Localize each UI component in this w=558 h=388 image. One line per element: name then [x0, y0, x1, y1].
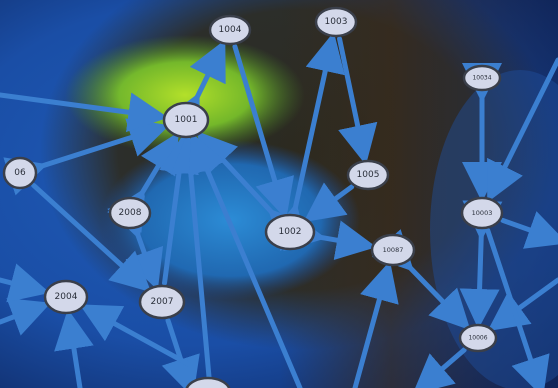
node-label: 1002 [279, 227, 302, 237]
edge-right-10003 [487, 57, 558, 203]
edge-n1003-n1005 [337, 36, 378, 166]
node-label: 10003 [472, 209, 493, 217]
edge-right-10006 [487, 277, 558, 332]
node-label: 2008 [119, 208, 142, 218]
node-ellipse [370, 233, 416, 267]
node-10087: 10087 [370, 233, 416, 267]
edge-10003-right [500, 211, 558, 249]
node-10034: 10034 [462, 64, 502, 92]
node-ellipse [264, 213, 316, 251]
node-ellipse [314, 6, 358, 38]
edge-10003-bottomright [485, 227, 550, 388]
node-1004: 1004 [208, 14, 252, 46]
node-1001: 1001 [162, 101, 210, 139]
node-label: 10087 [383, 246, 404, 254]
node-10003: 10003 [460, 196, 504, 230]
edge-n06-n2007 [31, 182, 152, 293]
graph-nodes: 1004 1003 1001 1005 1002 10087 2008 2007 2004 06 1… [2, 6, 504, 388]
edge-bottom-2004 [54, 308, 94, 388]
node-label: 1001 [175, 115, 198, 125]
node-label: 1003 [325, 17, 348, 27]
graph-edges [0, 31, 558, 388]
node-ellipse [108, 196, 152, 230]
node-ellipse [462, 64, 502, 92]
node-1003: 1003 [314, 6, 358, 38]
node-label: 1005 [357, 170, 380, 180]
edge-n10087-n10006 [371, 229, 471, 331]
edge-2007-bottom [161, 317, 200, 388]
node-label: 10034 [472, 75, 491, 82]
edge-n1005-n1002 [303, 182, 355, 223]
node-ellipse [138, 284, 186, 320]
edge-left2-2004 [0, 263, 50, 303]
node-2004: 2004 [43, 279, 89, 315]
node-ellipse [458, 323, 498, 353]
edge-left-2004 [0, 298, 51, 336]
node-ellipse [162, 101, 210, 139]
edge-bottom-10087 [352, 260, 399, 388]
edge-bottom-1001 [170, 132, 213, 388]
node-label: 2007 [151, 297, 174, 307]
edge-left-1001 [0, 92, 169, 133]
edge-n1002-n10087 [283, 211, 377, 260]
edge-bottom2-1001 [188, 132, 303, 388]
node-1005: 1005 [346, 159, 390, 191]
node-label: 06 [14, 168, 26, 178]
node-label: 10006 [468, 335, 487, 342]
node-2007: 2007 [138, 284, 186, 320]
node-ellipse [43, 279, 89, 315]
node-ellipse [346, 159, 390, 191]
node-10006: 10006 [458, 323, 498, 353]
edge-n1001-n1004 [163, 39, 226, 138]
edge-n10003-n10006 [459, 200, 503, 330]
node-partial-bottom [185, 376, 231, 388]
node-06: 06 [2, 156, 38, 190]
node-1002: 1002 [264, 213, 316, 251]
node-2008: 2008 [108, 196, 152, 230]
node-ellipse [2, 156, 38, 190]
edge-10006-bottom [412, 347, 467, 388]
node-ellipse [460, 196, 504, 230]
edge-hub-2004 [79, 304, 193, 368]
node-ellipse [208, 14, 252, 46]
node-label: 1004 [219, 25, 242, 35]
node-label: 2004 [55, 292, 78, 302]
